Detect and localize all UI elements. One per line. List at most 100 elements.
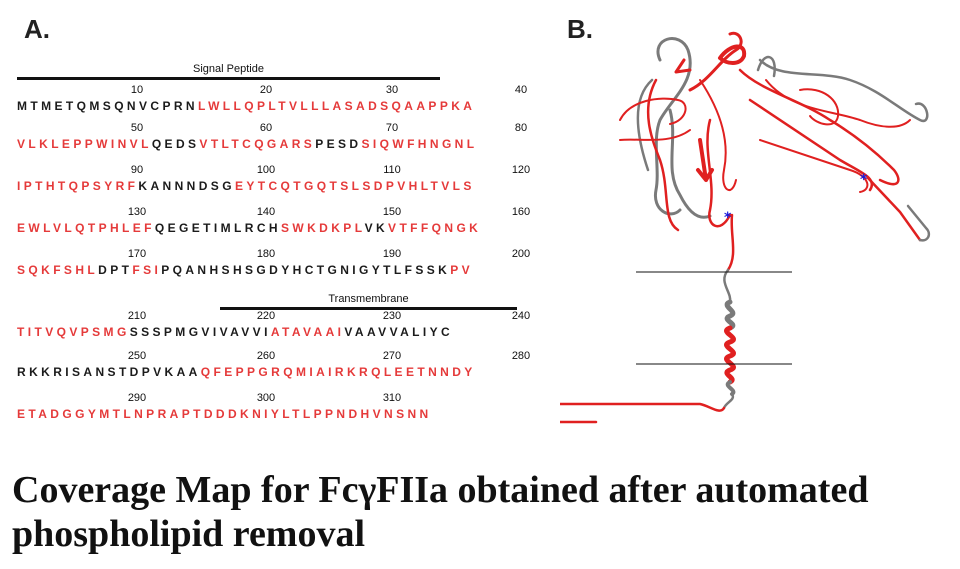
figure-caption: Coverage Map for FcγFIIa obtained after … — [12, 469, 869, 555]
gray-helix — [724, 299, 736, 331]
gray-tail — [722, 392, 735, 410]
residue-number: 70 — [385, 122, 399, 134]
covered-residues: VTLTCQGARS — [199, 137, 316, 151]
residue-number: 260 — [256, 350, 276, 362]
residue-number: 310 — [382, 392, 402, 404]
red-strand — [799, 88, 840, 126]
gray-helix — [725, 380, 736, 396]
red-tail — [866, 176, 922, 242]
residue-number: 110 — [383, 164, 401, 176]
gray-tail — [906, 204, 931, 242]
red-strand — [759, 139, 869, 193]
uncovered-residues: VAAV — [344, 325, 390, 339]
residue-number: 190 — [382, 248, 402, 260]
covered-residues: QFEPPGRQMIAIRKRQLEETNNDY — [200, 365, 476, 379]
gray-strand — [653, 37, 692, 216]
covered-residues: SWKDKPL — [280, 221, 365, 235]
uncovered-residues: VALIYC — [389, 325, 454, 339]
red-strand — [619, 97, 687, 125]
covered-residues: PV — [450, 263, 474, 277]
gray-strand — [758, 58, 929, 123]
residue-number: 150 — [382, 206, 402, 218]
red-arrow — [696, 138, 714, 182]
red-strand — [699, 79, 737, 192]
protein-structure: * * — [560, 31, 931, 424]
panel-a-label: A. — [24, 14, 50, 44]
covered-residues: VTFFQNGK — [388, 221, 482, 235]
residue-number: 210 — [127, 310, 147, 322]
covered-residues: EWLVLQTPHLEF — [17, 221, 155, 235]
covered-residues: EYTCQTGQTSLSDPVHLTVLS — [234, 179, 475, 193]
uncovered-residues: PESD — [315, 137, 362, 151]
covered-residues: VLKLEPPWINVL — [17, 137, 152, 151]
uncovered-residues: MTMETQMSQNVCPRN — [17, 99, 198, 113]
red-strand — [706, 118, 732, 228]
red-linker — [726, 213, 735, 272]
sequence-text: ETADGGYMTLNPRAPTDDDKNIYLTLPPNDHVNSNN — [17, 407, 432, 421]
gray-strand — [668, 108, 712, 219]
red-helix — [724, 325, 736, 385]
red-strand — [748, 98, 874, 192]
covered-residues: TITVQVPSMG — [17, 325, 130, 339]
sequence-text: EWLVLQTPHLEFQEGETIMLRCHSWKDKPLVKVTFFQNGK — [17, 221, 481, 235]
residue-number: 200 — [511, 248, 531, 260]
residue-number: 240 — [511, 310, 531, 322]
uncovered-residues: SSSPMGVIVAVVI — [129, 325, 271, 339]
residue-number: 180 — [256, 248, 276, 260]
residue-number: 60 — [259, 122, 273, 134]
residue-number: 50 — [130, 122, 144, 134]
covered-residues: ETADGGYMTLNPRAPTDDDKNIYLTLPPNDHVNSNN — [17, 407, 432, 421]
uncovered-residues: QEGETIMLRCH — [154, 221, 281, 235]
gray-linker — [723, 268, 732, 304]
transmembrane-bar — [220, 307, 517, 310]
residue-number: 140 — [256, 206, 276, 218]
signal-peptide-bar — [17, 77, 440, 80]
covered-residues: IPTHTQPSYRF — [17, 179, 139, 193]
transmembrane-label: Transmembrane — [328, 293, 409, 305]
red-strand — [646, 78, 680, 232]
residue-number: 170 — [127, 248, 147, 260]
sequence-text: TITVQVPSMGSSSPMGVIVAVVIATAVAAIVAAVVALIYC — [17, 325, 453, 339]
covered-residues: ATAVAAI — [270, 325, 345, 339]
residue-number: 160 — [511, 206, 531, 218]
sequence-text: VLKLEPPWINVLQEDSVTLTCQGARSPESDSIQWFHNGNL — [17, 137, 477, 151]
red-strand — [765, 79, 911, 128]
uncovered-residues: DPT — [98, 263, 133, 277]
covered-residues: SQKFSHL — [17, 263, 99, 277]
residue-number: 80 — [514, 122, 528, 134]
residue-number: 20 — [259, 84, 273, 96]
site-marker: * — [860, 172, 868, 188]
residue-number: 250 — [127, 350, 147, 362]
red-arrow — [674, 58, 692, 74]
residue-number: 100 — [256, 164, 276, 176]
residue-number: 280 — [511, 350, 531, 362]
sequence-text: IPTHTQPSYRFKANNNDSGEYTCQTGQTSLSDPVHLTVLS — [17, 179, 475, 193]
covered-residues: SIQWFHNGNL — [361, 137, 478, 151]
residue-number: 130 — [127, 206, 147, 218]
residue-number: 290 — [127, 392, 147, 404]
residue-number: 10 — [130, 84, 144, 96]
red-tail — [560, 402, 726, 424]
red-strand — [619, 129, 691, 141]
uncovered-residues: PQANHSHSGDYHCTGNIGYTLFSSK — [161, 263, 451, 277]
covered-residues: FSI — [132, 263, 162, 277]
residue-number: 90 — [130, 164, 144, 176]
red-strand — [688, 31, 743, 92]
red-strand — [738, 68, 900, 186]
gray-strand — [636, 78, 654, 172]
uncovered-residues: QEDS — [151, 137, 200, 151]
sequence-text: SQKFSHLDPTFSIPQANHSHSGDYHCTGNIGYTLFSSKPV — [17, 263, 473, 277]
residue-number: 230 — [382, 310, 402, 322]
gray-strand — [756, 56, 776, 78]
residue-number: 40 — [514, 84, 528, 96]
residue-number: 30 — [385, 84, 399, 96]
residue-number: 220 — [256, 310, 276, 322]
panel-b-label: B. — [567, 14, 593, 44]
